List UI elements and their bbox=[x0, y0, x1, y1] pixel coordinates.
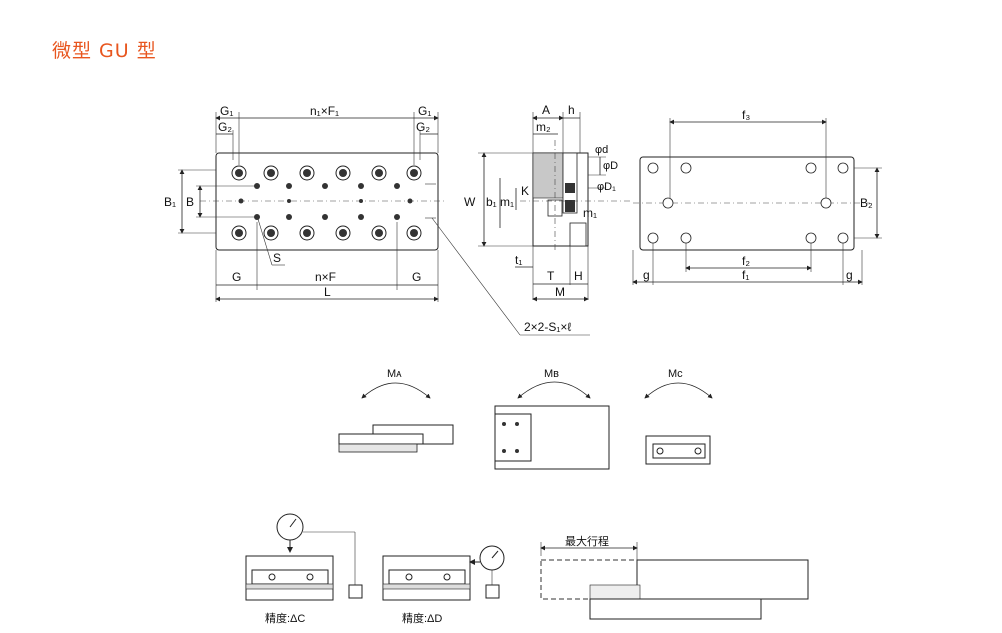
label-G1-left: G₁ bbox=[220, 104, 233, 118]
label-MC: Mᴄ bbox=[668, 368, 683, 380]
label-m2: m₂ bbox=[536, 120, 551, 134]
label-T: T bbox=[547, 269, 555, 283]
label-B: B bbox=[186, 195, 194, 209]
label-accuracy-C: 精度:ΔC bbox=[265, 611, 305, 625]
label-accuracy-D: 精度:ΔD bbox=[402, 611, 442, 625]
side-port-marks bbox=[425, 183, 436, 219]
label-m1-right: m₁ bbox=[583, 206, 597, 220]
label-B1: B₁ bbox=[164, 195, 176, 209]
label-f2: f₂ bbox=[742, 254, 750, 268]
label-A: A bbox=[542, 103, 550, 117]
top-view: G₁ n₁×F₁ G₁ G₂ G₂ B₁ B S G n×F G L 2×2-S… bbox=[164, 104, 590, 336]
accuracy-D-diagram: 精度:ΔD bbox=[382, 545, 505, 625]
label-f1: f₁ bbox=[742, 268, 749, 282]
label-G-right: G bbox=[412, 270, 421, 284]
label-max-stroke: 最大行程 bbox=[565, 534, 609, 548]
label-phi-D1: φD₁ bbox=[597, 181, 616, 193]
label-H: H bbox=[574, 269, 583, 283]
label-W: W bbox=[464, 195, 476, 209]
label-S1-note: 2×2-S₁×ℓ bbox=[524, 320, 571, 334]
bottom-view: f₃ B₂ f₂ g f₁ g bbox=[632, 108, 882, 285]
label-G2-left: G₂ bbox=[218, 120, 232, 134]
label-K: K bbox=[521, 184, 529, 198]
label-phi-d: φd bbox=[595, 144, 608, 156]
label-n1F1: n₁×F₁ bbox=[310, 104, 339, 118]
label-G-left: G bbox=[232, 270, 241, 284]
moment-MC: Mᴄ bbox=[644, 368, 713, 465]
label-nF: n×F bbox=[315, 270, 336, 284]
label-m1-left: m₁ bbox=[500, 195, 514, 209]
label-L: L bbox=[324, 285, 331, 299]
label-G2-right: G₂ bbox=[416, 120, 430, 134]
label-t1: t₁ bbox=[515, 253, 522, 267]
label-B2: B₂ bbox=[860, 196, 873, 210]
label-phi-D: φD bbox=[603, 160, 618, 172]
section-view: A h m₂ φd φD φD₁ W b₁ m₁ K m₁ t₁ T H M bbox=[464, 103, 630, 302]
label-g-left: g bbox=[643, 268, 650, 282]
mounting-holes-top-row bbox=[231, 165, 422, 181]
accuracy-C-diagram: 精度:ΔC bbox=[245, 513, 363, 625]
moment-MA: Mᴀ bbox=[338, 368, 454, 453]
label-b1: b₁ bbox=[486, 195, 497, 209]
label-g-right: g bbox=[846, 268, 853, 282]
label-h: h bbox=[568, 103, 575, 117]
label-f3: f₃ bbox=[742, 108, 750, 122]
label-MB: Mʙ bbox=[544, 368, 559, 380]
max-stroke-diagram: 最大行程 bbox=[540, 534, 809, 620]
label-M: M bbox=[555, 285, 565, 299]
page-title: 微型 GU 型 bbox=[52, 40, 157, 62]
bottom-holes bbox=[647, 162, 849, 244]
label-S: S bbox=[273, 251, 281, 265]
small-holes bbox=[238, 183, 413, 220]
label-G1-right: G₁ bbox=[418, 104, 431, 118]
mounting-holes-bottom-row bbox=[231, 225, 422, 241]
label-MA: Mᴀ bbox=[387, 368, 402, 380]
moment-MB: Mʙ bbox=[494, 368, 610, 470]
